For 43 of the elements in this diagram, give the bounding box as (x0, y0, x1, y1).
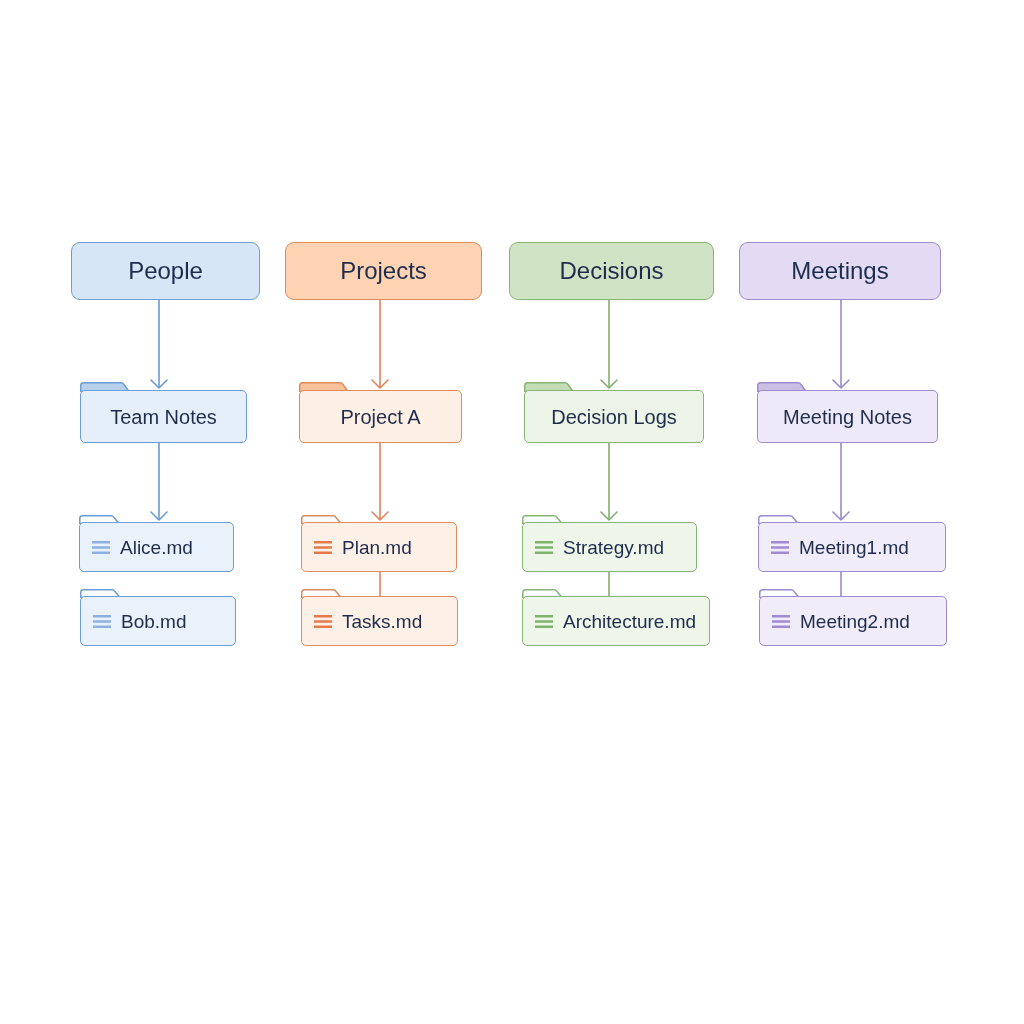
folder (757, 390, 938, 443)
category-label: Decisions (559, 259, 664, 283)
file-name: Tasks.md (342, 611, 423, 631)
arrow (371, 299, 389, 389)
connector-line (379, 571, 381, 597)
arrow (600, 299, 618, 389)
arrow (832, 442, 850, 521)
file-name: Architecture.md (563, 611, 697, 631)
arrow (371, 442, 389, 521)
file-name: Meeting1.md (799, 537, 909, 557)
arrow (150, 299, 168, 389)
file-card (758, 522, 946, 572)
folder-label: Project A (340, 406, 421, 427)
category-label: Projects (340, 259, 427, 283)
category-box (285, 242, 482, 300)
file-card (759, 596, 947, 646)
category-box (739, 242, 941, 300)
file-name: Plan.md (342, 537, 412, 557)
file-card (80, 596, 236, 646)
category-label: People (128, 259, 203, 283)
connector-line (608, 571, 610, 597)
file-card (301, 522, 457, 572)
category-box (71, 242, 260, 300)
file-name: Alice.md (120, 537, 193, 557)
category-label: Meetings (791, 259, 889, 283)
category-box (509, 242, 714, 300)
folder (80, 390, 247, 443)
file-name: Bob.md (121, 611, 187, 631)
folder-label: Team Notes (110, 406, 217, 427)
folder (299, 390, 462, 443)
file-card (301, 596, 458, 646)
folder-label: Meeting Notes (783, 406, 912, 427)
arrow (600, 442, 618, 521)
arrow (832, 299, 850, 389)
file-card (522, 522, 697, 572)
file-name: Meeting2.md (800, 611, 910, 631)
folder-label: Decision Logs (551, 406, 677, 427)
file-name: Strategy.md (563, 537, 665, 557)
file-card (79, 522, 234, 572)
folder (524, 390, 704, 443)
file-card (522, 596, 710, 646)
arrow (150, 442, 168, 521)
connector-line (840, 571, 842, 597)
